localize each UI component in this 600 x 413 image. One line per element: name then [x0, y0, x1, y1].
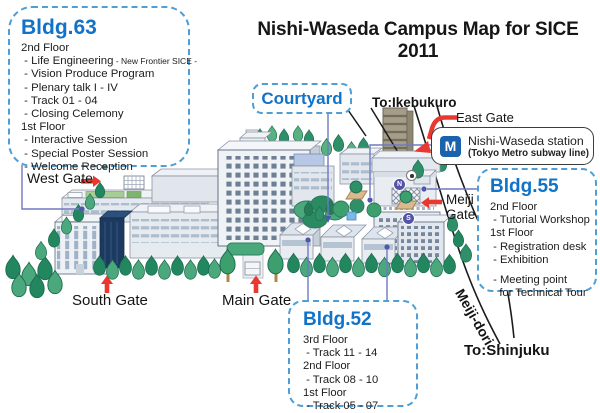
station-text: Nishi-Waseda station (Tokyo Metro subway…: [468, 134, 589, 159]
tokyo-metro-logo-icon: M: [440, 135, 461, 157]
east-gate-arrow-icon: [414, 115, 457, 153]
callout-line: - Plenary talk I - IV: [21, 81, 118, 94]
callout-line: 2nd Floor: [21, 42, 70, 54]
to-ikebukuro-label: To:Ikebukuro: [372, 95, 457, 110]
west-gate-arrow-icon: [81, 175, 101, 187]
courtyard-title: Courtyard: [261, 88, 343, 108]
callout-line: - Interactive Session: [21, 134, 128, 147]
callout-line: - Vision Produce Program: [21, 68, 155, 81]
station-name: Nishi-Waseda station: [468, 133, 584, 148]
callout-line: 1st Floor: [21, 121, 66, 134]
bldg52-title: Bldg.52: [303, 309, 372, 330]
callout-line: - Track 01 - 04: [21, 94, 98, 107]
callout-line: - Registration desk: [490, 240, 587, 253]
callout-line: 1st Floor: [490, 227, 534, 240]
meiji-gate-label: Meiji Gate: [446, 192, 476, 222]
callout-line: - Special Poster Session: [21, 147, 149, 160]
page-title: Nishi-Waseda Campus Map for SICE 2011: [257, 19, 579, 62]
metro-logo-letter: M: [444, 137, 457, 154]
gate-arrows: [81, 115, 457, 293]
south-gate-arrow-icon: [101, 275, 113, 293]
to-shinjuku-label: To:Shinjuku: [464, 342, 550, 359]
west-gate-label: West Gate: [27, 170, 93, 186]
callout-line: - Meeting point: [490, 274, 568, 287]
east-gate-label: East Gate: [456, 110, 514, 125]
callout-line: - Tutorial Workshop: [490, 214, 590, 227]
callout-line-suffix: - New Frontier SICE -: [113, 56, 198, 67]
gate-trees: [219, 248, 284, 282]
callout-bldg63: Bldg.63 2nd Floor - Life Engineering - N…: [8, 6, 197, 173]
station-elevator-icon: [406, 170, 417, 181]
callout-line: - Track 08 - 10: [303, 373, 379, 386]
callout-line: 2nd Floor: [303, 360, 351, 373]
meiji-gate-arrow-icon: [421, 197, 442, 209]
station-subtitle: (Tokyo Metro subway line): [468, 147, 589, 159]
leader-dots: [79, 186, 427, 250]
callout-courtyard: Courtyard: [252, 83, 352, 114]
elevator-dot: [410, 174, 414, 178]
callout-line: - Track 05 - 07: [303, 400, 379, 413]
station-box: M Nishi-Waseda station (Tokyo Metro subw…: [431, 127, 594, 165]
callout-line: 2nd Floor: [490, 201, 538, 213]
main-gate-arrow-icon: [250, 275, 262, 293]
callout-line-text: - Life Engineering: [21, 55, 114, 68]
callout-line: - Welcome Reception: [21, 160, 133, 173]
callout-line: 1st Floor: [303, 386, 347, 399]
leader-lines: [21, 114, 477, 300]
background-building: [338, 147, 384, 185]
callout-line: - Exhibition: [490, 253, 549, 266]
subway-south-exit-icon: S: [403, 213, 414, 224]
callout-bldg52: Bldg.52 3rd Floor - Track 11 - 14 2nd Fl…: [288, 300, 418, 412]
south-gate-label: South Gate: [72, 292, 148, 309]
bldg63-title: Bldg.63: [21, 16, 97, 39]
bldg55-title: Bldg.55: [490, 176, 559, 197]
main-gate-approach: [226, 242, 265, 279]
east-gate-structure: [411, 159, 437, 185]
callout-bldg55: Bldg.55 2nd Floor - Tutorial Workshop 1s…: [477, 168, 597, 299]
callout-line: - Closing Celemony: [21, 108, 124, 121]
callout-line: for Technical Tour: [490, 287, 587, 300]
main-gate-label: Main Gate: [222, 292, 292, 309]
callout-line: - Life Engineering - New Frontier SICE -: [21, 55, 197, 68]
callout-line: - Track 11 - 14: [303, 347, 378, 360]
subway-north-exit-icon: N: [394, 179, 405, 190]
callout-line: 3rd Floor: [303, 334, 348, 346]
